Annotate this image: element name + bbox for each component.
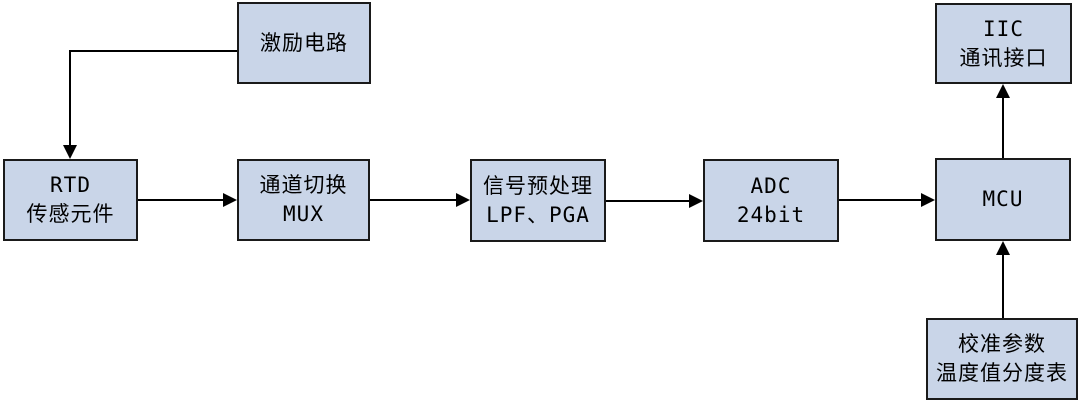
connector-line — [606, 200, 690, 202]
node-mcu: MCU — [935, 158, 1071, 241]
node-rtd-sensor: RTD 传感元件 — [3, 159, 138, 241]
node-adc-24bit: ADC 24bit — [703, 159, 839, 242]
node-iic-interface: IIC 通讯接口 — [935, 3, 1072, 84]
connector-line — [69, 50, 71, 146]
node-label: 激励电路 — [260, 30, 348, 55]
node-label: 传感元件 — [26, 202, 115, 226]
node-label: MUX — [283, 202, 324, 226]
node-label: 温度值分度表 — [936, 361, 1068, 385]
arrowhead-right-icon — [456, 193, 470, 207]
connector-line — [370, 199, 457, 201]
connector-line — [1002, 97, 1004, 158]
connector-line — [839, 199, 922, 201]
node-channel-mux: 通道切换 MUX — [237, 159, 370, 241]
node-label: MCU — [982, 187, 1024, 211]
arrowhead-down-icon — [63, 145, 77, 159]
node-label: 校准参数 — [958, 332, 1046, 356]
node-label: 通讯接口 — [959, 45, 1048, 70]
connector-line — [138, 199, 224, 201]
node-signal-preprocessing: 信号预处理 LPF、PGA — [470, 159, 606, 242]
connector-line — [70, 50, 237, 52]
node-label: IIC — [983, 16, 1024, 41]
arrowhead-right-icon — [689, 194, 703, 208]
node-label: 信号预处理 — [483, 173, 593, 198]
node-label: 24bit — [736, 202, 806, 227]
arrowhead-up-icon — [996, 241, 1010, 255]
node-calibration-table: 校准参数 温度值分度表 — [926, 318, 1078, 400]
node-label: ADC — [750, 173, 792, 198]
node-label: LPF、PGA — [486, 202, 590, 227]
arrowhead-right-icon — [223, 193, 237, 207]
arrowhead-up-icon — [996, 84, 1010, 98]
arrowhead-right-icon — [921, 193, 935, 207]
node-label: 通道切换 — [259, 173, 348, 197]
node-label: RTD — [50, 173, 91, 197]
connector-line — [1002, 254, 1004, 318]
node-excitation-circuit: 激励电路 — [237, 2, 371, 84]
